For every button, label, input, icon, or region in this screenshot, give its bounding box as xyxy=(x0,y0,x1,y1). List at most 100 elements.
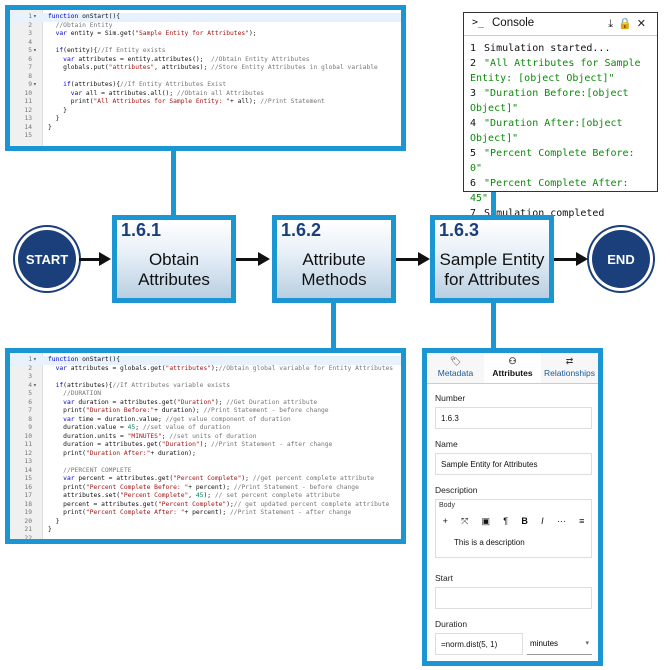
code-token: "Duration" xyxy=(176,398,215,406)
code-token: } xyxy=(48,123,52,131)
code-token: //Print Statement - after change xyxy=(211,441,333,448)
code-text: print("Percent Complete Before: "+ perce… xyxy=(48,484,401,493)
code-line: 18 percent = attributes.get("Percent Com… xyxy=(10,501,401,510)
lock-icon[interactable]: 🔒 xyxy=(618,18,637,30)
tag-icon: 🏷 xyxy=(449,356,462,366)
duration-field[interactable]: =norm.dist(5, 1) xyxy=(435,633,523,655)
step-title: Attribute Methods xyxy=(277,250,391,290)
code-token: var xyxy=(48,55,75,63)
step-obtain-attributes[interactable]: 1.6.1 Obtain Attributes xyxy=(112,215,236,303)
align-icon[interactable]: ≡ xyxy=(579,516,585,526)
arrows-icon: ⇄ xyxy=(565,356,574,366)
rich-text-toolbar: + ⤧ ▣ ¶ B I ··· ≡ xyxy=(436,512,591,530)
step-title-line: Sample Entity xyxy=(439,250,545,269)
console-tools[interactable]: ⤓🔒✕ xyxy=(608,17,651,31)
code-text: var all = attributes.all(); //Obtain all… xyxy=(48,90,401,99)
step-title-line: Attribute xyxy=(302,250,366,269)
close-icon[interactable]: ✕ xyxy=(636,18,651,30)
code-text: duration.value = 45; //set value of dura… xyxy=(48,424,401,433)
code-line: 20 } xyxy=(10,518,401,527)
arrow-head xyxy=(576,252,588,266)
code-token: //get value component of duration xyxy=(165,415,291,423)
line-gutter xyxy=(10,353,43,539)
line-number: 14 xyxy=(24,466,32,474)
line-number: 20 xyxy=(24,517,32,525)
code-token: "Duration" xyxy=(161,441,200,448)
line-number: 13 xyxy=(24,115,32,122)
console-title: Console xyxy=(492,17,535,29)
start-node: START xyxy=(18,230,76,288)
step-attribute-methods[interactable]: 1.6.2 Attribute Methods xyxy=(272,215,396,303)
line-number: 15 xyxy=(24,475,32,482)
line-number: 10 xyxy=(24,432,32,440)
code-token: time = duration.value; xyxy=(74,415,166,423)
arrow-start-to-1 xyxy=(79,258,101,261)
code-token: print( xyxy=(48,407,86,414)
code-text: percent = attributes.get("Percent Comple… xyxy=(48,501,401,510)
name-field[interactable]: Sample Entity for Attributes xyxy=(435,453,592,475)
code-line: 7 print("Duration Before:"+ duration); /… xyxy=(10,407,401,416)
tab-attributes[interactable]: ⚇ Attributes xyxy=(484,353,541,383)
code-editor-attribute-methods[interactable]: 1▾function onStart(){2 var attributes = … xyxy=(5,348,406,544)
code-line: 11 duration = attributes.get("Duration")… xyxy=(10,441,401,450)
code-token: duration = attributes.get( xyxy=(48,441,162,448)
code-text: print("Percent Complete After: "+ percen… xyxy=(48,509,401,518)
line-number: 1 xyxy=(28,356,32,363)
code-token: "MINUTES" xyxy=(127,432,162,440)
add-icon[interactable]: + xyxy=(442,516,448,526)
chip-icon[interactable]: ▣ xyxy=(481,515,491,526)
connector-bottom-code xyxy=(331,302,336,348)
download-icon[interactable]: ⤓ xyxy=(608,18,619,30)
expand-icon[interactable]: ⤧ xyxy=(461,515,469,526)
paragraph-icon[interactable]: ¶ xyxy=(503,516,509,526)
bold-icon[interactable]: B xyxy=(521,516,528,526)
tab-metadata[interactable]: 🏷 Metadata xyxy=(427,353,484,383)
code-token: duration = attributes.get( xyxy=(74,398,177,406)
code-text: if(attributes){//If Entity Attributes Ex… xyxy=(48,81,401,90)
code-text: } xyxy=(48,526,401,535)
description-label: Description xyxy=(435,485,478,495)
step-sample-entity[interactable]: 1.6.3 Sample Entity for Attributes xyxy=(430,215,554,303)
code-token: "All Attributes for Sample Entity: " xyxy=(93,98,230,105)
fold-toggle-icon[interactable]: ▾ xyxy=(33,81,37,88)
code-token: ); xyxy=(241,475,253,482)
code-text: var entity = Sim.get("Sample Entity for … xyxy=(48,30,401,39)
duration-units-select[interactable]: minutes ▾ xyxy=(527,633,592,655)
code-text: if(entity){//If Entity exists xyxy=(48,47,401,56)
description-editor[interactable]: Body + ⤧ ▣ ¶ B I ··· ≡ This is a descrip… xyxy=(435,499,592,558)
code-token: //Print Statement - before change xyxy=(203,407,329,414)
code-text: print("Duration After:"+ duration); xyxy=(48,450,401,459)
fold-toggle-icon[interactable]: ▾ xyxy=(33,47,37,54)
start-field[interactable] xyxy=(435,587,592,609)
description-text: This is a description xyxy=(454,538,525,547)
tab-label: Attributes xyxy=(492,368,533,378)
number-field[interactable]: 1.6.3 xyxy=(435,407,592,429)
line-number: 7 xyxy=(28,64,32,71)
start-label: Start xyxy=(435,573,453,583)
console-line-number: 4 xyxy=(470,118,477,129)
terminal-icon: >_ xyxy=(472,17,485,28)
fold-toggle-icon[interactable]: ▾ xyxy=(33,13,37,20)
more-icon[interactable]: ··· xyxy=(556,516,566,526)
code-token: var xyxy=(48,415,75,423)
line-number: 8 xyxy=(28,415,32,423)
code-token: attributes.set( xyxy=(48,492,121,499)
code-token: "Percent Complete" xyxy=(173,475,242,482)
code-token: //Print Statement - before change xyxy=(233,483,359,491)
code-line: 5▾ if(entity){//If Entity exists xyxy=(10,47,401,56)
fold-toggle-icon[interactable]: ▾ xyxy=(33,381,37,389)
code-token: if xyxy=(48,81,71,88)
tab-relationships[interactable]: ⇄ Relationships xyxy=(541,353,598,383)
code-line: 5 //DURATION xyxy=(10,390,401,399)
step-title-line: Obtain xyxy=(148,250,200,269)
properties-tabs: 🏷 Metadata ⚇ Attributes ⇄ Relationships xyxy=(427,353,598,384)
arrow-3-to-end xyxy=(554,258,578,261)
code-token: ; xyxy=(161,432,170,440)
line-number: 5 xyxy=(28,390,32,397)
code-line: 19 print("Percent Complete After: "+ per… xyxy=(10,509,401,518)
code-token: ); xyxy=(199,441,212,448)
fold-toggle-icon[interactable]: ▾ xyxy=(33,356,37,363)
italic-icon[interactable]: I xyxy=(541,516,544,526)
